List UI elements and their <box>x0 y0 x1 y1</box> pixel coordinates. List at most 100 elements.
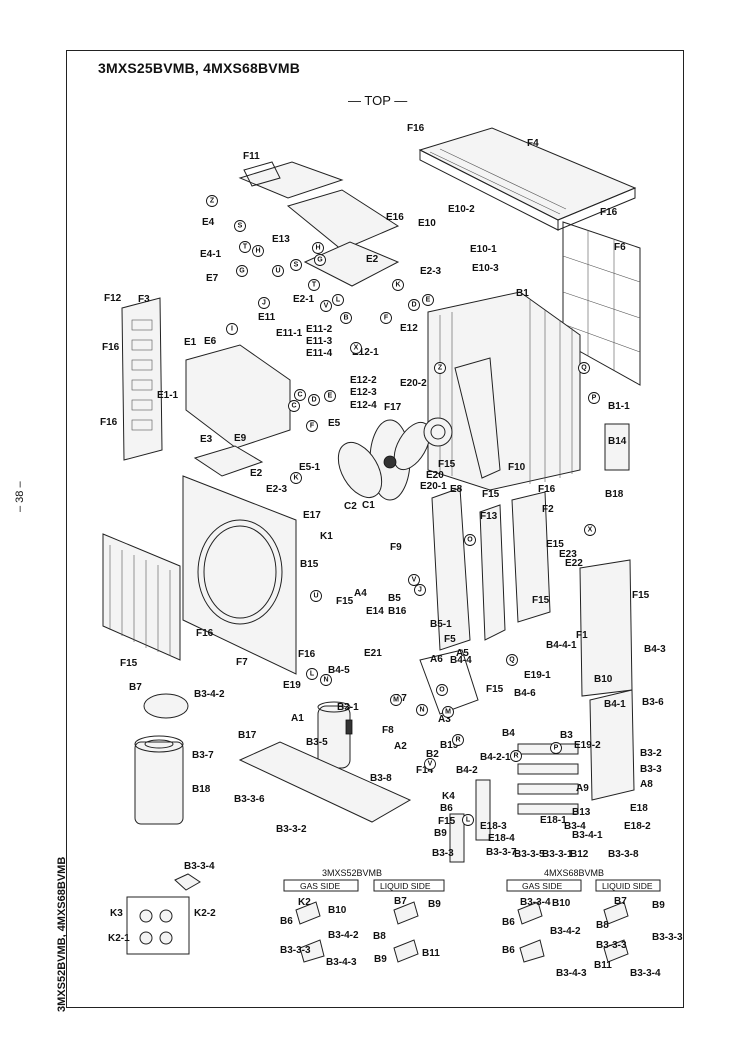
electrical-box <box>185 344 291 449</box>
part-label-k2-2: K2-2 <box>194 908 216 919</box>
part-label-b3-4-3: B3-4-3 <box>556 968 587 979</box>
part-label-b9: B9 <box>428 899 441 910</box>
svg-text:V: V <box>412 577 417 584</box>
part-label-f11: F11 <box>243 151 260 162</box>
part-label-b3-3-3: B3-3-3 <box>652 932 683 943</box>
callout-marker: Z <box>206 195 218 207</box>
part-label-b3-3-4: B3-3-4 <box>184 861 215 872</box>
callout-marker: C <box>288 400 300 412</box>
part-label-f4: F4 <box>527 138 539 149</box>
part-label-b10: B10 <box>328 905 347 916</box>
part-label-e22: E22 <box>565 558 583 569</box>
callout-marker: E <box>422 294 434 306</box>
svg-text:X: X <box>588 527 593 534</box>
callout-marker: F <box>380 312 392 324</box>
gas-side-box-right <box>506 879 582 892</box>
part-label-b3-2: B3-2 <box>640 748 662 759</box>
callout-marker: P <box>588 392 600 404</box>
svg-text:K: K <box>293 475 298 482</box>
callout-marker: G <box>314 254 326 266</box>
part-label-b7: B7 <box>614 896 627 907</box>
part-label-a5: A5 <box>456 648 469 659</box>
part-label-e21: E21 <box>364 648 382 659</box>
heat-exchanger <box>427 291 581 491</box>
part-label-b10: B10 <box>552 898 571 909</box>
part-label-b3-3-2: B3-3-2 <box>276 824 307 835</box>
svg-text:S: S <box>294 262 299 269</box>
part-label-e18-3: E18-3 <box>480 821 507 832</box>
fan-motor <box>423 417 453 447</box>
part-label-e20-2: E20-2 <box>400 378 427 389</box>
part-label-f3: F3 <box>138 294 150 305</box>
callout-marker: M <box>442 706 454 718</box>
part-label-b3-6: B3-6 <box>642 697 664 708</box>
svg-text:V: V <box>428 761 433 768</box>
svg-text:O: O <box>467 537 473 544</box>
callout-marker: C <box>294 389 306 401</box>
insulation <box>475 779 491 841</box>
part-label-b4: B4 <box>502 728 515 739</box>
part-label-e1-1: E1-1 <box>157 390 179 401</box>
part-label-e11: E11 <box>258 312 276 323</box>
part-label-e20: E20 <box>426 470 444 481</box>
part-label-b3-3-3: B3-3-3 <box>280 945 311 956</box>
part-label-e19-2: E19-2 <box>574 740 601 751</box>
callout-marker: D <box>308 394 320 406</box>
svg-text:C: C <box>291 403 296 410</box>
part-label-b3-8: B3-8 <box>370 773 392 784</box>
part-label-e11-2: E11-2 <box>306 324 333 335</box>
side-panel-right <box>479 504 506 641</box>
part-label-e10-2: E10-2 <box>448 204 475 215</box>
top-panel <box>418 127 637 231</box>
callout-marker: R <box>452 734 464 746</box>
svg-text:E: E <box>426 297 431 304</box>
part-label-b6: B6 <box>502 945 515 956</box>
part-label-e1: E1 <box>184 337 197 348</box>
part-label-k2: K2 <box>298 897 311 908</box>
valve-details <box>295 901 629 963</box>
part-label-b5-1: B5-1 <box>430 619 452 630</box>
svg-text:J: J <box>262 300 266 307</box>
part-label-b4-1: B4-1 <box>604 699 626 710</box>
part-label-b3-1: B3-1 <box>337 702 359 713</box>
part-label-e12-1: E12-1 <box>352 347 379 358</box>
part-label-e2-1: E2-1 <box>293 294 315 305</box>
part-label-k2-1: K2-1 <box>108 933 130 944</box>
callout-marker: O <box>436 684 448 696</box>
callout-marker: L <box>306 668 318 680</box>
callout-marker: U <box>310 590 322 602</box>
part-label-f8: F8 <box>382 725 394 736</box>
part-label-b3-4-1: B3-4-1 <box>572 830 603 841</box>
front-panel <box>182 475 297 675</box>
part-label-b9: B9 <box>434 828 447 839</box>
propeller-fan <box>337 419 431 501</box>
part-label-a9: A9 <box>576 783 589 794</box>
part-label-f15: F15 <box>438 459 456 470</box>
part-label-e18-2: E18-2 <box>624 821 651 832</box>
valve-assemblies <box>517 743 579 815</box>
partition-plate <box>431 487 471 651</box>
callout-marker: L <box>332 294 344 306</box>
part-label-e5: E5 <box>328 418 341 429</box>
svg-text:P: P <box>592 395 597 402</box>
part-label-f12: F12 <box>104 293 122 304</box>
svg-text:H: H <box>255 248 260 255</box>
svg-text:K: K <box>395 282 400 289</box>
part-label-f10: F10 <box>508 462 526 473</box>
part-label-e18: E18 <box>630 803 648 814</box>
callout-marker: K <box>392 279 404 291</box>
svg-text:N: N <box>419 707 424 714</box>
part-label-f15: F15 <box>632 590 650 601</box>
motor-bracket <box>454 357 501 479</box>
part-label-b3-3-5: B3-3-5 <box>514 849 545 860</box>
part-label-f15: F15 <box>532 595 550 606</box>
callout-marker: Q <box>506 654 518 666</box>
gas-side-box-left <box>283 879 359 892</box>
part-label-b11: B11 <box>422 948 440 959</box>
svg-text:O: O <box>439 687 445 694</box>
part-label-b18: B18 <box>605 489 624 500</box>
svg-text:B: B <box>343 315 348 322</box>
callout-marker: J <box>258 297 270 309</box>
part-label-f16: F16 <box>538 484 556 495</box>
part-label-b11: B11 <box>594 960 612 971</box>
